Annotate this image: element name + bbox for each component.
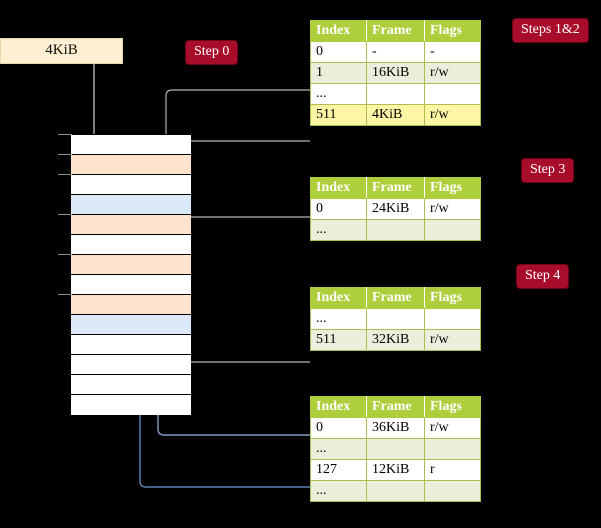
memory-row: [71, 275, 191, 295]
column-header-frame: Frame: [366, 177, 425, 199]
cell-index: 127: [310, 459, 367, 481]
memory-row-tick: [58, 294, 72, 295]
frame-box-4kib: 4KiB: [0, 38, 123, 64]
memory-row: [71, 135, 191, 155]
cell-frame: 4KiB: [366, 104, 425, 126]
memory-row: [71, 315, 191, 335]
column-header-frame: Frame: [366, 396, 425, 418]
cell-flags: r: [424, 459, 481, 481]
cell-frame: 32KiB: [366, 329, 425, 351]
column-header-flags: Flags: [424, 287, 481, 309]
cell-index: 0: [310, 417, 367, 439]
cell-flags: [424, 308, 481, 330]
memory-row: [71, 195, 191, 215]
label-step-0: Step 0: [186, 41, 238, 64]
cell-index: 511: [310, 104, 367, 126]
memory-row-tick: [58, 154, 72, 155]
cell-flags: [424, 480, 481, 502]
memory-row: [71, 155, 191, 175]
column-header-frame: Frame: [366, 20, 425, 42]
column-header-flags: Flags: [424, 20, 481, 42]
memory-row-tick: [58, 254, 72, 255]
cell-index: ...: [310, 219, 367, 241]
cell-frame: 24KiB: [366, 198, 425, 220]
cell-frame: [366, 219, 425, 241]
label-step-4: Step 4: [517, 265, 569, 288]
table-row: ...: [310, 83, 481, 105]
cell-frame: [366, 438, 425, 460]
column-header-index: Index: [310, 177, 367, 199]
cell-flags: r/w: [424, 104, 481, 126]
memory-row: [71, 375, 191, 395]
cell-frame: [366, 83, 425, 105]
column-header-frame: Frame: [366, 287, 425, 309]
cell-index: ...: [310, 308, 367, 330]
cell-frame: [366, 308, 425, 330]
column-header-flags: Flags: [424, 396, 481, 418]
column-header-flags: Flags: [424, 177, 481, 199]
memory-row-tick: [58, 214, 72, 215]
cell-frame: [366, 480, 425, 502]
cell-flags: [424, 219, 481, 241]
memory-row: [71, 355, 191, 375]
cell-index: ...: [310, 83, 367, 105]
wire-l2-to-memory: [171, 318, 310, 363]
label-steps-1-2: Steps 1&2: [513, 19, 588, 42]
physical-memory-column: [70, 134, 191, 415]
cell-flags: r/w: [424, 62, 481, 84]
cell-frame: 36KiB: [366, 417, 425, 439]
memory-row: [71, 255, 191, 275]
cell-frame: 16KiB: [366, 62, 425, 84]
memory-row: [71, 335, 191, 355]
cell-index: 511: [310, 329, 367, 351]
column-header-index: Index: [310, 287, 367, 309]
cell-flags: r/w: [424, 417, 481, 439]
cell-flags: r/w: [424, 329, 481, 351]
cell-flags: r/w: [424, 198, 481, 220]
cell-index: ...: [310, 480, 367, 502]
cell-frame: -: [366, 41, 425, 63]
memory-row: [71, 175, 191, 195]
table-row: ...: [310, 438, 481, 460]
cell-flags: [424, 83, 481, 105]
column-header-index: Index: [310, 20, 367, 42]
cell-index: 0: [310, 41, 367, 63]
table-row: 0--: [310, 41, 481, 63]
memory-row: [71, 235, 191, 255]
cell-frame: 12KiB: [366, 459, 425, 481]
table-row: ...: [310, 219, 481, 241]
cell-flags: [424, 438, 481, 460]
table-row: ...: [310, 308, 481, 330]
cell-flags: -: [424, 41, 481, 63]
memory-row: [71, 215, 191, 235]
cell-index: ...: [310, 438, 367, 460]
memory-row: [71, 295, 191, 315]
memory-row-tick: [58, 174, 72, 175]
wire-l3-to-memory: [171, 216, 310, 251]
label-step-3: Step 3: [522, 159, 574, 182]
memory-row-tick: [58, 134, 72, 135]
table-row: ...: [310, 480, 481, 502]
memory-row: [71, 395, 191, 415]
cell-index: 1: [310, 62, 367, 84]
column-header-index: Index: [310, 396, 367, 418]
cell-index: 0: [310, 198, 367, 220]
